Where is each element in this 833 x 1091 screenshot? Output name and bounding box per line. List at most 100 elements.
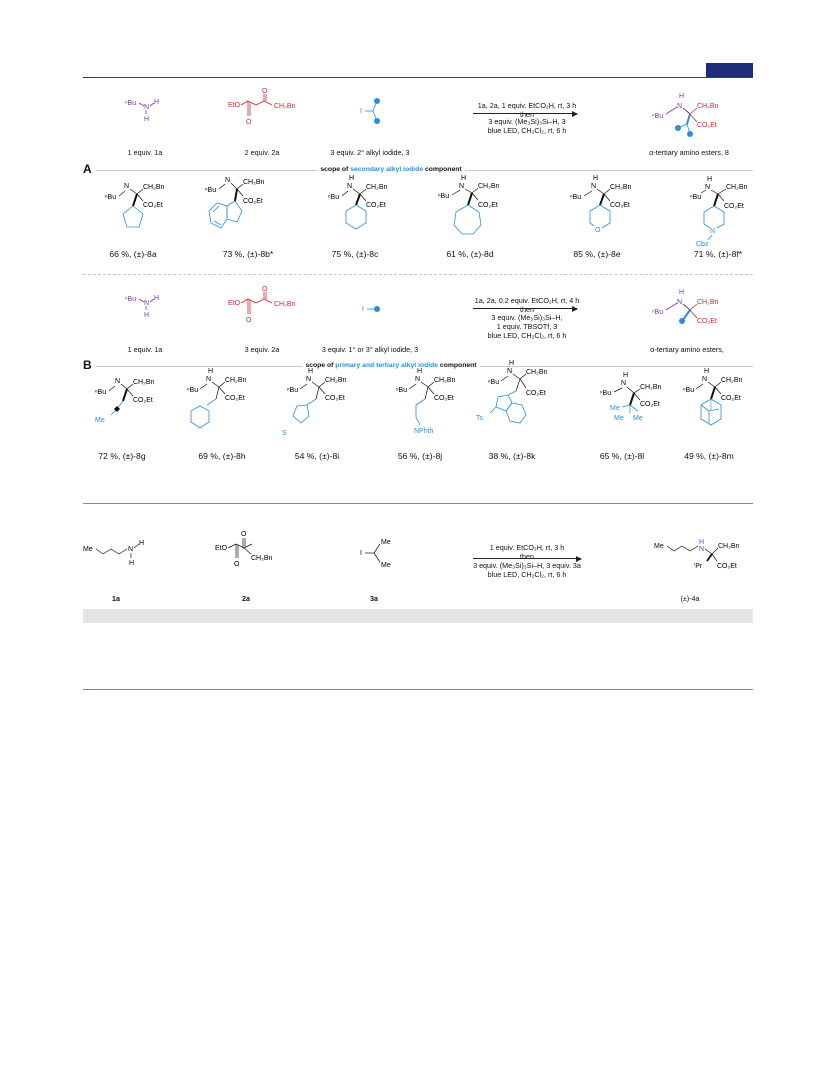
atom-n: N — [677, 103, 682, 110]
compound-8h-structure: H N ⁿBu CH₂Bn CO₂Et — [187, 368, 246, 429]
yield-8m: 49 %, (±)-8m — [684, 451, 734, 461]
ketoester-2a-structure: EtO O O CH₂Bn — [228, 88, 295, 126]
atom-n: N — [507, 368, 512, 375]
atom-n: N — [206, 376, 211, 383]
atom-h: H — [208, 368, 213, 375]
atom-nbu: ⁿBu — [652, 113, 663, 120]
compound-8g-structure: N ⁿBu CH₂Bn CO₂Et Me — [95, 378, 154, 424]
compound-8d-structure: H N ⁿBu CH₂Bn CO₂Et — [438, 175, 499, 235]
atom-co2et: CO₂Et — [434, 395, 454, 402]
atom-h: H — [139, 540, 144, 547]
atom-ch2bn: CH₂Bn — [133, 379, 154, 386]
atom-co2et: CO₂Et — [724, 203, 744, 210]
atom-o: O — [262, 286, 268, 293]
atom-nbu: ⁿBu — [125, 296, 136, 303]
atom-nbu: ⁿBu — [205, 187, 216, 194]
bottom-reaction-arrow — [473, 555, 582, 562]
atom-n: N — [306, 376, 311, 383]
top-reactant2-label: 2 equiv. 2a — [244, 148, 280, 157]
scope-prefix: scope of — [320, 166, 351, 173]
atom-ch2bn: CH₂Bn — [143, 184, 164, 191]
atom-co2et: CO₂Et — [133, 397, 153, 404]
section-b-scope-title: scope of primary and tertiary alkyl iodi… — [302, 362, 480, 369]
atom-nbu: ⁿBu — [287, 387, 298, 394]
top-product-label: α-tertiary amino esters, 8 — [649, 148, 729, 157]
compound-8c-structure: H N ⁿBu CH₂Bn CO₂Et — [328, 175, 387, 230]
compound-8f-structure: H N ⁿBu CH₂Bn CO₂Et N Cbz — [690, 176, 747, 248]
atom-i: I — [362, 306, 364, 313]
yield-8e: 85 %, (±)-8e — [573, 249, 621, 259]
compound-8l-structure: H N ⁿBu CH₂Bn CO₂Et Me Me Me — [600, 372, 661, 422]
yield-8f: 71 %, (±)-8f* — [693, 249, 743, 259]
atom-n: N — [128, 546, 133, 553]
atom-h: H — [144, 312, 149, 319]
atom-o: O — [262, 88, 268, 95]
bottom-label-3a: 3a — [370, 594, 378, 603]
atom-ch2bn: CH₂Bn — [721, 377, 742, 384]
atom-co2et: CO₂Et — [225, 395, 245, 402]
atom-ch2bn: CH₂Bn — [225, 377, 246, 384]
isopropyl-iodide-3a-skeletal: I Me Me — [360, 539, 391, 569]
svg-text:S: S — [282, 430, 287, 437]
yield-8c: 75 %, (±)-8c — [331, 249, 379, 259]
atom-me: Me — [381, 562, 391, 569]
section-b-letter: B — [83, 358, 92, 372]
atom-ch2bn: CH₂Bn — [434, 377, 455, 384]
atom-h: H — [144, 116, 149, 123]
header-badge — [706, 63, 753, 77]
header-rule — [83, 77, 753, 78]
atom-co2et: CO₂Et — [325, 395, 345, 402]
top-reaction-arrow — [473, 110, 578, 117]
atom-co2et: CO₂Et — [697, 122, 717, 129]
atom-nbu: ⁿBu — [600, 390, 611, 397]
atom-nbu: ⁿBu — [652, 309, 663, 316]
atom-ch2bn: CH₂Bn — [697, 103, 718, 110]
atom-nbu: ⁿBu — [683, 387, 694, 394]
figure-bottom-rule — [83, 503, 753, 504]
atom-ch2bn: CH₂Bn — [251, 555, 272, 562]
top-cond-line3: 3 equiv. (Me₃Si)₃Si–H, 3 — [488, 117, 566, 126]
yield-8j: 56 %, (±)-8j — [397, 451, 443, 461]
product-8-structure: H N ⁿBu CH₂Bn CO₂Et — [652, 93, 718, 137]
scope-suffix: component — [423, 166, 462, 173]
atom-n: N — [710, 228, 715, 235]
compound-8m-structure: H N ⁿBu CH₂Bn CO₂Et — [683, 368, 742, 426]
atom-ch2bn: CH₂Bn — [697, 299, 718, 306]
atom-me: Me — [83, 546, 93, 553]
top-cond-line2: then — [520, 110, 534, 119]
atom-ch2bn: CH₂Bn — [718, 543, 739, 550]
compound-8k-structure: H N ⁿBu CH₂Bn CO₂Et Ts — [476, 360, 547, 424]
atom-cbz: Cbz — [696, 241, 709, 248]
bottom-rule — [83, 689, 753, 690]
top-cond-line4: blue LED, CH₂Cl₂, rt, 6 h — [487, 126, 567, 135]
yield-8a: 66 %, (±)-8a — [109, 249, 157, 259]
atom-ch2bn: CH₂Bn — [274, 301, 295, 308]
product-b-structure: H N ⁿBu CH₂Bn CO₂Et — [652, 289, 718, 325]
atom-co2et: CO₂Et — [610, 202, 630, 209]
atom-h: H — [593, 175, 598, 182]
atom-n: N — [144, 300, 149, 307]
bottom-label-1a: 1a — [112, 594, 120, 603]
atom-nbu: ⁿBu — [328, 194, 339, 201]
atom-o: O — [246, 317, 252, 324]
atom-h: H — [623, 372, 628, 379]
atom-me: Me — [614, 415, 624, 422]
amine-1a-skeletal: Me N H H — [83, 540, 144, 567]
mid-cond-line1: 1a, 2a, 0.2 equiv. EtCO₂H, rt, 4 h — [474, 296, 580, 305]
atom-co2et: CO₂Et — [243, 198, 263, 205]
atom-ch2bn: CH₂Bn — [243, 179, 264, 186]
yield-8i: 54 %, (±)-8i — [294, 451, 340, 461]
top-reactant3-label: 3 equiv. 2° alkyl iodide, 3 — [330, 148, 410, 157]
mid-product-label: α-tertiary amino esters, — [650, 345, 724, 354]
atom-nbu: ⁿBu — [187, 387, 198, 394]
compound-8e-structure: H N ⁿBu CH₂Bn CO₂Et O — [570, 175, 631, 234]
atom-nbu: ⁿBu — [488, 379, 499, 386]
bottom-cond-line4: blue LED, CH₂Cl₂, rt, 6 h — [487, 570, 567, 579]
atom-h: H — [417, 368, 422, 375]
atom-n: N — [621, 380, 626, 387]
atom-h: H — [154, 295, 159, 302]
atom-nbu: ⁿBu — [396, 387, 407, 394]
atom-o: O — [246, 119, 252, 126]
top-cond-line1: 1a, 2a, 1 equiv. EtCO₂H, rt, 3 h — [477, 101, 577, 110]
atom-ts: Ts — [476, 415, 484, 422]
